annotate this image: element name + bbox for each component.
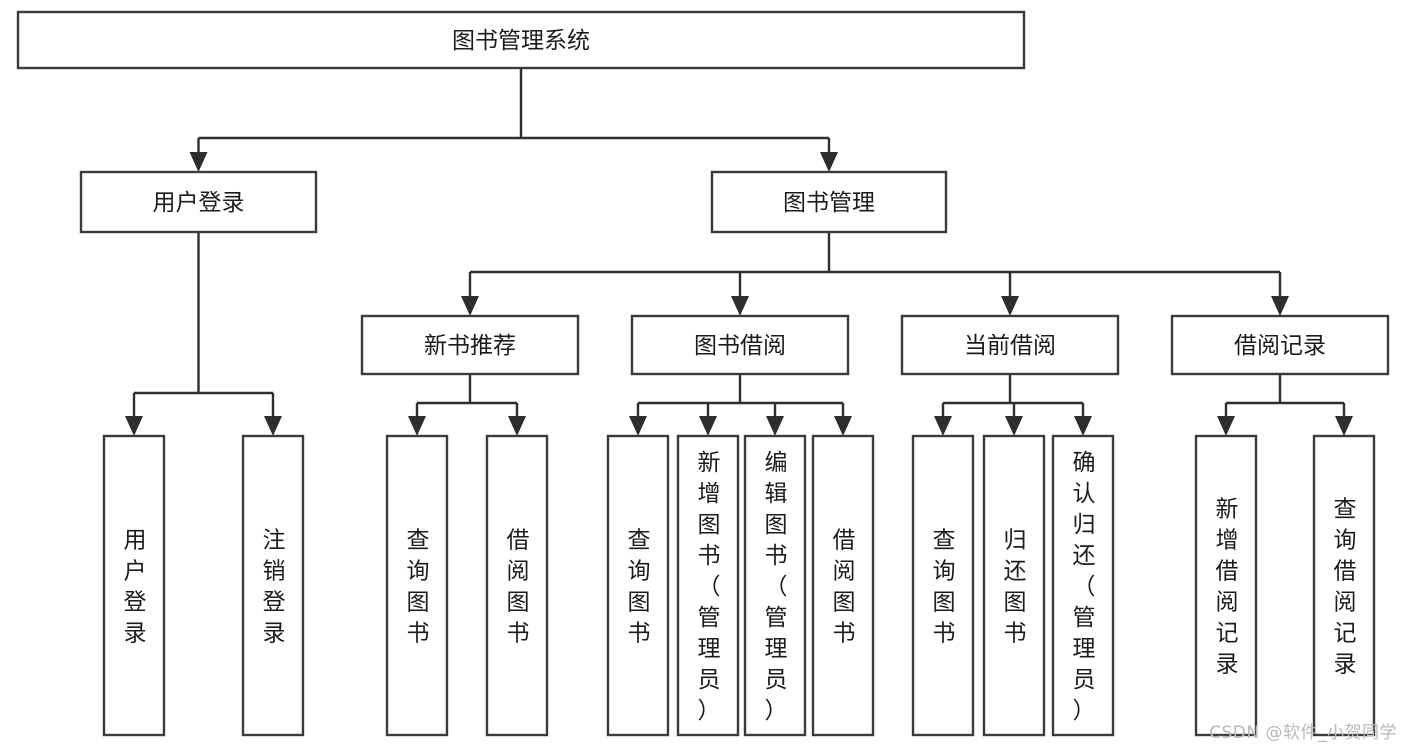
leaf-node-box [1312,434,1376,737]
node-leaf-borrow-book[interactable]: 借阅图书 [811,434,875,737]
arrow-head-icon [125,416,143,436]
node-label: 新增图书（管理员） [698,450,721,724]
node-leaf-confirm-return[interactable]: 确认归还（管理员） [1051,434,1115,737]
node-label: 当前借阅 [964,333,1056,359]
node-label: 借阅图书 [507,528,530,647]
arrow-head-icon [731,296,749,316]
connector-layer [125,68,1353,436]
leaf-node-box [1051,434,1115,737]
node-leaf-add-record[interactable]: 新增借阅记录 [1194,434,1258,737]
node-borrow-record[interactable]: 借阅记录 [1170,314,1390,376]
node-layer: 图书管理系统用户登录图书管理新书推荐图书借阅当前借阅借阅记录用户登录注销登录查询… [16,10,1390,737]
submodule-node-box [1170,314,1390,376]
arrow-head-icon [1271,296,1289,316]
node-book-management[interactable]: 图书管理 [710,170,948,234]
node-leaf-add-book[interactable]: 新增图书（管理员） [676,434,740,737]
node-new-book-recommend[interactable]: 新书推荐 [360,314,580,376]
node-root[interactable]: 图书管理系统 [16,10,1026,70]
node-label: 注销登录 [263,528,286,647]
leaf-node-box [676,434,740,737]
root-node-box [16,10,1026,70]
arrow-head-icon [1074,416,1092,436]
node-label: 查询图书 [407,528,430,647]
node-leaf-query-book-rec[interactable]: 查询图书 [385,434,449,737]
node-label: 用户登录 [124,528,147,647]
node-label: 编辑图书（管理员） [765,450,788,724]
node-label: 图书管理 [783,190,875,216]
node-label: 图书借阅 [694,333,786,359]
node-user-login[interactable]: 用户登录 [79,170,318,234]
arrow-head-icon [1005,416,1023,436]
leaf-node-box [606,434,670,737]
arrow-head-icon [1335,416,1353,436]
arrow-head-icon [461,296,479,316]
node-label: 查询图书 [933,528,956,647]
node-label: 借阅记录 [1234,333,1326,359]
node-label: 归还图书 [1004,528,1027,647]
leaf-node-box [1194,434,1258,737]
node-label: 查询图书 [628,528,651,647]
submodule-node-box [360,314,580,376]
node-label: 用户登录 [153,190,245,216]
arrow-head-icon [629,416,647,436]
node-leaf-borrow-book-rec[interactable]: 借阅图书 [485,434,549,737]
node-leaf-user-login[interactable]: 用户登录 [102,434,166,737]
submodule-node-box [900,314,1120,376]
arrow-head-icon [189,152,208,172]
node-label: 新书推荐 [424,333,516,359]
arrow-head-icon [264,416,282,436]
node-book-borrow[interactable]: 图书借阅 [630,314,850,376]
node-label: 新增借阅记录 [1216,497,1239,678]
node-label: 图书管理系统 [452,28,590,54]
node-leaf-logout[interactable]: 注销登录 [241,434,305,737]
arrow-head-icon [820,152,838,172]
leaf-node-box [241,434,305,737]
module-node-box [710,170,948,234]
node-leaf-query-book-cur[interactable]: 查询图书 [911,434,975,737]
leaf-node-box [485,434,549,737]
leaf-node-box [982,434,1046,737]
leaf-node-box [102,434,166,737]
arrow-head-icon [408,416,426,436]
node-leaf-return-book[interactable]: 归还图书 [982,434,1046,737]
arrow-head-icon [1217,416,1235,436]
leaf-node-box [743,434,807,737]
arrow-head-icon [508,416,526,436]
csdn-watermark: CSDN @软件_小贺同学 [1209,723,1397,743]
arrow-head-icon [766,416,784,436]
node-leaf-query-record[interactable]: 查询借阅记录 [1312,434,1376,737]
node-label: 确认归还（管理员） [1073,450,1096,724]
node-leaf-query-book-borrow[interactable]: 查询图书 [606,434,670,737]
arrow-head-icon [934,416,952,436]
submodule-node-box [630,314,850,376]
module-node-box [79,170,318,234]
leaf-node-box [911,434,975,737]
arrow-head-icon [699,416,717,436]
node-label: 查询借阅记录 [1334,497,1357,678]
leaf-node-box [385,434,449,737]
arrow-head-icon [1001,296,1019,316]
arrow-head-icon [834,416,852,436]
leaf-node-box [811,434,875,737]
node-label: 借阅图书 [833,528,856,647]
node-leaf-edit-book[interactable]: 编辑图书（管理员） [743,434,807,737]
node-current-borrow[interactable]: 当前借阅 [900,314,1120,376]
